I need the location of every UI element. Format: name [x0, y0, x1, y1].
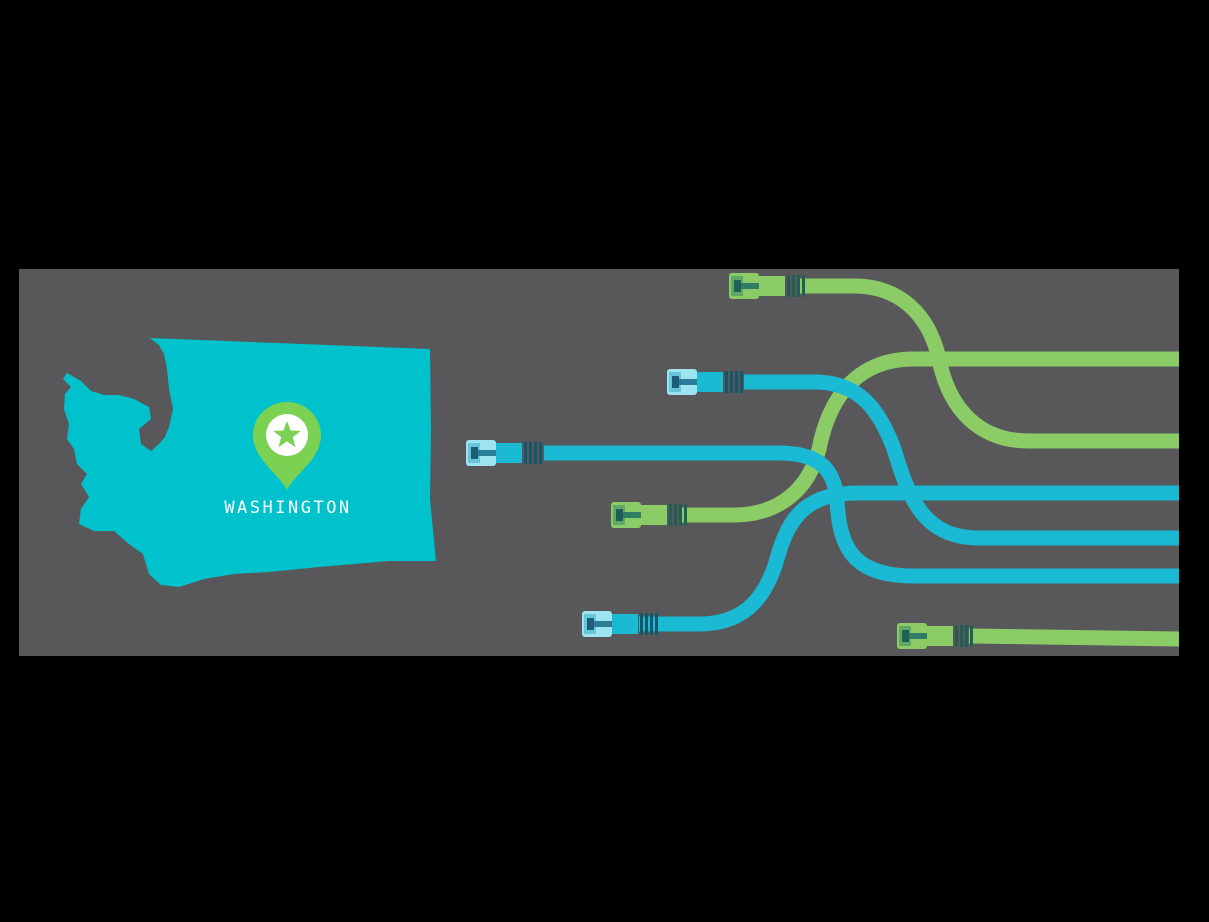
blue-cable-lower: [639, 485, 1179, 632]
blue-cable-lower-plug: [582, 611, 658, 637]
green-cable-bottom-plug: [897, 623, 973, 649]
green-cable-middle: [679, 351, 1179, 523]
washington-state-shape: [63, 338, 436, 587]
location-pin-star-icon: [253, 402, 321, 490]
blue-cable-middle-plug: [466, 440, 542, 466]
green-cable-bottom: [968, 628, 1179, 647]
illustration-banner: WASHINGTON: [19, 269, 1179, 656]
blue-cable-upper: [744, 374, 1179, 546]
blue-cable-upper-plug: [667, 369, 743, 395]
state-label: WASHINGTON: [224, 498, 352, 518]
green-cable-top-plug: [729, 273, 805, 299]
green-cable-middle-plug: [611, 502, 687, 528]
